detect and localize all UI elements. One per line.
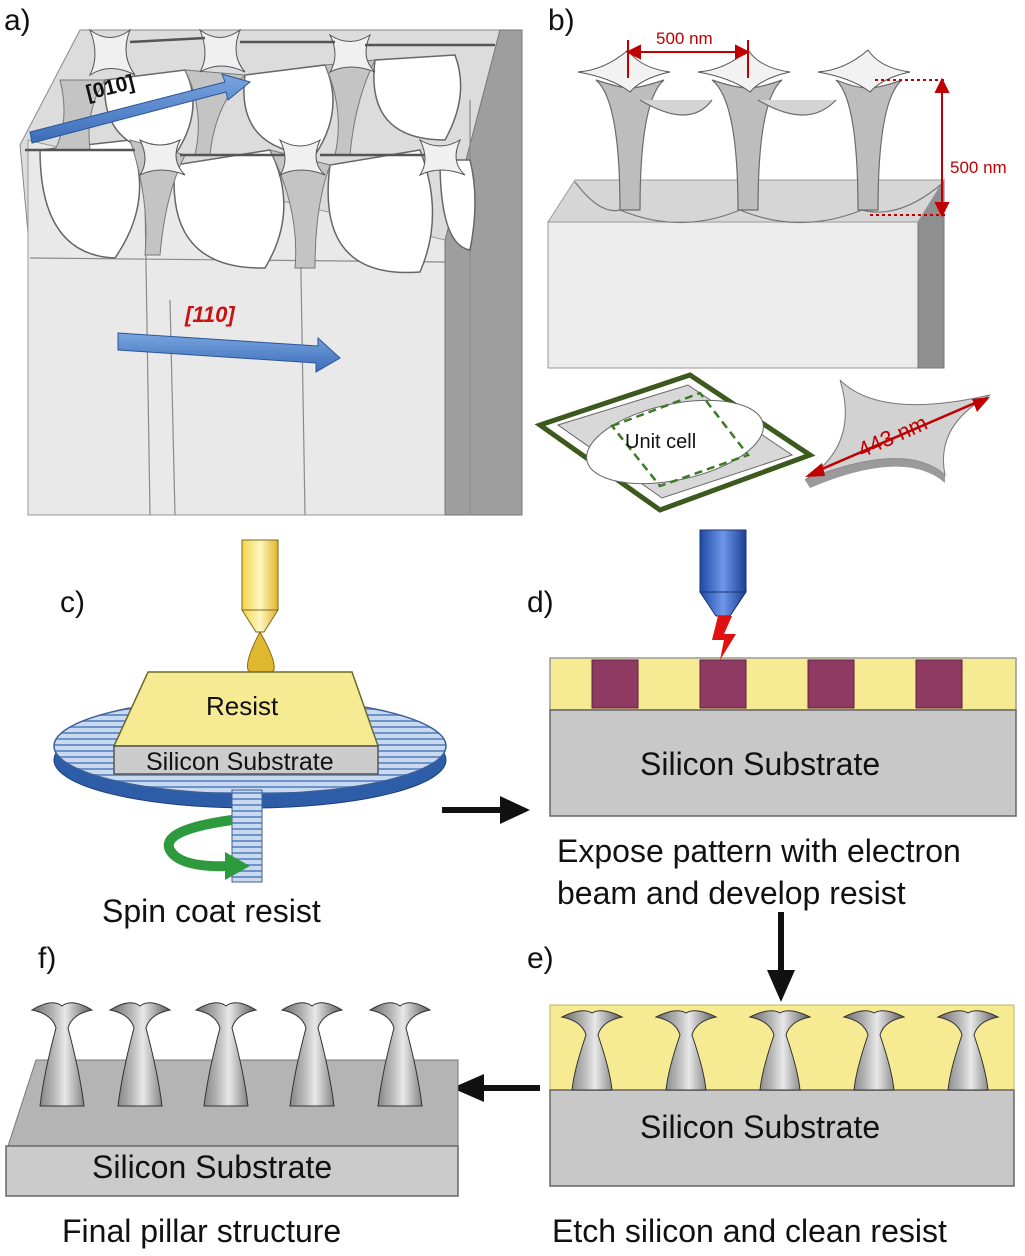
label-substrate-f: Silicon Substrate <box>92 1149 332 1185</box>
label-dim-horizontal: 500 nm <box>656 29 713 48</box>
panel-f-label: f) <box>38 942 56 975</box>
exposed-regions <box>591 659 963 709</box>
dim-horizontal <box>625 40 751 78</box>
arrow-e-to-f <box>452 1074 540 1102</box>
panel-f: Silicon Substrate Final pillar structure… <box>5 942 459 1249</box>
spin-rotation-arrow <box>163 815 233 872</box>
arrow-010 <box>29 73 252 144</box>
label-unit-cell: Unit cell <box>625 431 696 453</box>
panel-e: Silicon Substrate Etch silicon and clean… <box>527 942 1015 1249</box>
panel-b-block-front <box>547 221 919 369</box>
caption-f: Final pillar structure <box>62 1213 341 1249</box>
label-resist: Resist <box>206 691 279 721</box>
pillars-f <box>30 1002 432 1107</box>
electron-beam-source <box>699 529 747 593</box>
caption-e: Etch silicon and clean resist <box>552 1213 947 1249</box>
panel-a: [010] [110] a) <box>4 4 523 516</box>
label-direction-110: [110] <box>184 302 235 327</box>
caption-d-line1: Expose pattern with electron <box>557 833 961 869</box>
panel-e-label: e) <box>527 942 554 975</box>
panel-b: 500 nm 500 nm Unit cell 443 nm b) <box>534 4 1007 513</box>
arrow-c-to-d <box>442 796 530 824</box>
arrow-110 <box>117 332 341 373</box>
dispenser-nozzle <box>241 539 279 611</box>
silicon-substrate-d <box>549 709 1017 817</box>
panel-b-star-caps <box>577 49 911 93</box>
caption-d-line2: beam and develop resist <box>557 875 906 911</box>
dim-vertical <box>870 77 950 218</box>
unit-cell-diagram <box>534 372 816 513</box>
panel-b-pillars <box>595 79 903 211</box>
label-dim-vertical: 500 nm <box>950 158 1007 177</box>
caption-c: Spin coat resist <box>102 893 321 929</box>
label-substrate-c: Silicon Substrate <box>146 748 334 776</box>
panel-c: Resist Silicon Substrate Spin coat resis… <box>53 539 447 929</box>
panel-d: Silicon Substrate Expose pattern with el… <box>527 529 1017 911</box>
pillars-e <box>560 1010 1000 1091</box>
electron-beam-bolt <box>712 616 736 660</box>
panel-a-bridges <box>25 36 495 157</box>
panel-d-label: d) <box>527 586 554 619</box>
panel-a-label: a) <box>4 4 31 37</box>
silicon-substrate-c <box>113 745 379 775</box>
silicon-substrate-e <box>549 1089 1015 1187</box>
label-substrate-e: Silicon Substrate <box>640 1109 880 1145</box>
arrow-d-to-e <box>767 912 795 1002</box>
resist-droplet <box>247 630 275 677</box>
silicon-substrate-f <box>5 1145 459 1197</box>
star-shape <box>804 379 991 488</box>
label-substrate-d: Silicon Substrate <box>640 746 880 782</box>
panel-a-block-side <box>444 29 523 516</box>
panel-c-label: c) <box>60 586 85 619</box>
panel-a-star-caps <box>88 28 466 177</box>
panel-b-label: b) <box>548 4 575 37</box>
